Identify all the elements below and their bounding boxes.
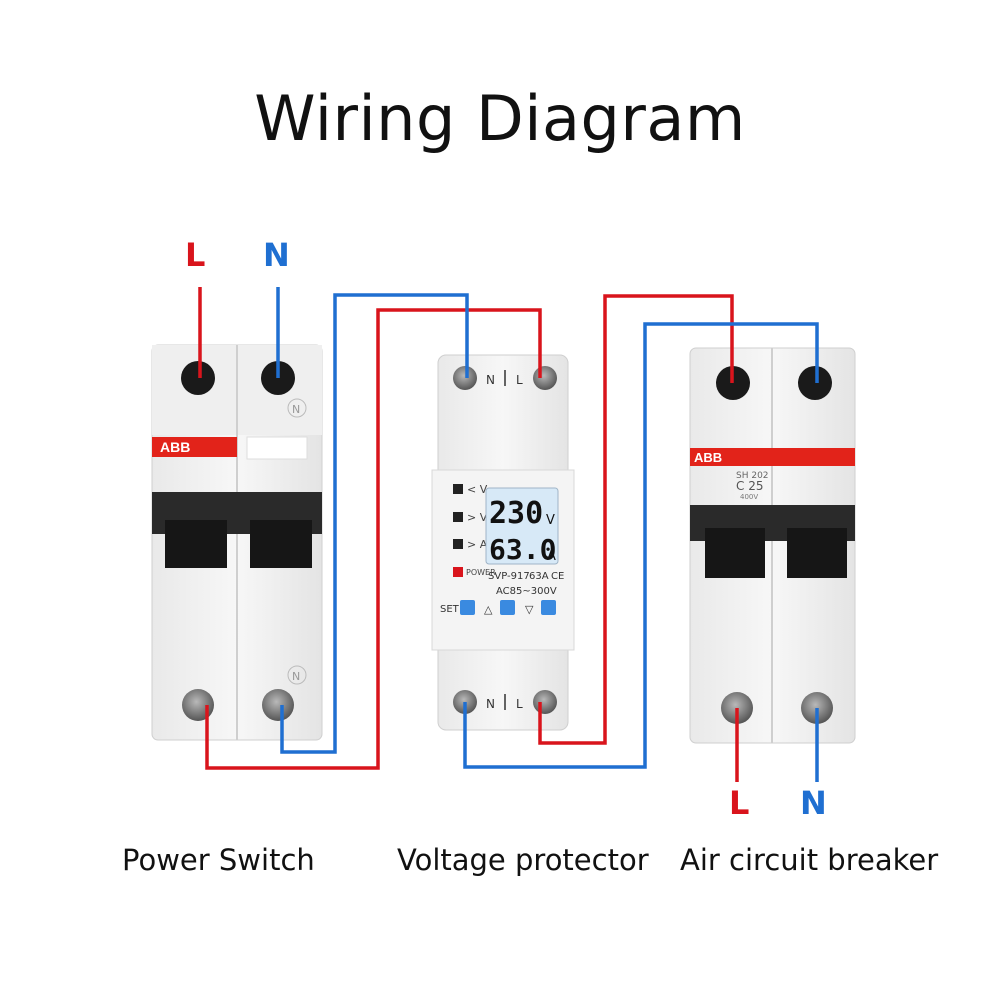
terminal-bottom-l	[533, 690, 557, 714]
caption-voltage-protector: Voltage protector	[397, 843, 649, 877]
toggle-handle-right-1[interactable]	[705, 528, 765, 578]
wire-protector-to-breaker-live	[538, 294, 734, 745]
power-switch: ABB N N	[151, 344, 323, 741]
lcd-display	[485, 487, 559, 565]
lcd-voltage: 230	[489, 496, 543, 531]
output-live-label: L	[729, 784, 750, 822]
screw-bottom-l	[182, 689, 214, 721]
wire-switch-to-protector-live	[205, 308, 542, 770]
toggle-handle-right-2[interactable]	[787, 528, 847, 578]
terminal-label-n-bottom: N	[486, 697, 495, 711]
terminal-top-n	[453, 366, 477, 390]
abb-logo-right: ABB	[694, 450, 722, 465]
abb-stripe	[152, 437, 237, 457]
terminal-label-n: N	[486, 373, 495, 387]
indicator-over-a	[453, 539, 463, 549]
screw-top-l	[181, 361, 215, 395]
indicator-label-under-v: < V	[467, 483, 488, 496]
breaker-rating: C 25	[736, 479, 763, 493]
wire-switch-to-protector-neutral	[280, 293, 469, 754]
caption-air-breaker: Air circuit breaker	[680, 843, 939, 877]
indicator-over-v	[453, 512, 463, 522]
up-label: △	[484, 603, 493, 616]
toggle-handle-2[interactable]	[250, 520, 312, 568]
n-mark-top: N	[292, 403, 300, 416]
voltage-protector: N L N L < V > V > A POWER 230 V 63.0 A S…	[431, 354, 575, 731]
rating-label: 63A	[529, 571, 549, 582]
page-title: Wiring Diagram	[254, 82, 746, 155]
up-button[interactable]	[500, 600, 515, 615]
air-circuit-breaker: ABB SH 202 C 25 400V	[689, 347, 856, 744]
breaker-voltage: 400V	[740, 493, 758, 501]
indicator-label-over-v: > V	[467, 511, 488, 524]
n-mark-bottom: N	[292, 670, 300, 683]
indicator-under-v	[453, 484, 463, 494]
terminal-label-l: L	[516, 373, 523, 387]
output-neutral-label: N	[800, 784, 827, 822]
wire-protector-to-breaker-neutral	[463, 322, 819, 769]
terminal-label-l-bottom: L	[516, 697, 523, 711]
caption-power-switch: Power Switch	[122, 843, 315, 877]
down-button[interactable]	[541, 600, 556, 615]
set-label: SET	[440, 604, 460, 615]
breaker-model: SH 202	[736, 471, 769, 481]
lcd-current-unit: A	[547, 549, 556, 564]
input-live-label: L	[185, 236, 206, 274]
lcd-current: 63.0	[489, 533, 556, 566]
model-label: SVP-917	[488, 571, 530, 582]
abb-logo: ABB	[160, 439, 190, 455]
power-led	[453, 567, 463, 577]
toggle-handle-1[interactable]	[165, 520, 227, 568]
ce-mark: CE	[551, 571, 564, 582]
screw-bottom-n	[262, 689, 294, 721]
screw-top-n-right	[798, 366, 832, 400]
down-label: ▽	[525, 603, 534, 616]
power-label: POWER	[466, 568, 496, 577]
input-neutral-label: N	[263, 236, 290, 274]
abb-stripe-right	[690, 448, 855, 466]
indicator-label-over-a: > A	[467, 538, 488, 551]
lcd-voltage-unit: V	[546, 513, 555, 528]
range-label: AC85~300V	[496, 586, 557, 597]
terminal-top-l	[533, 366, 557, 390]
set-button[interactable]	[460, 600, 475, 615]
